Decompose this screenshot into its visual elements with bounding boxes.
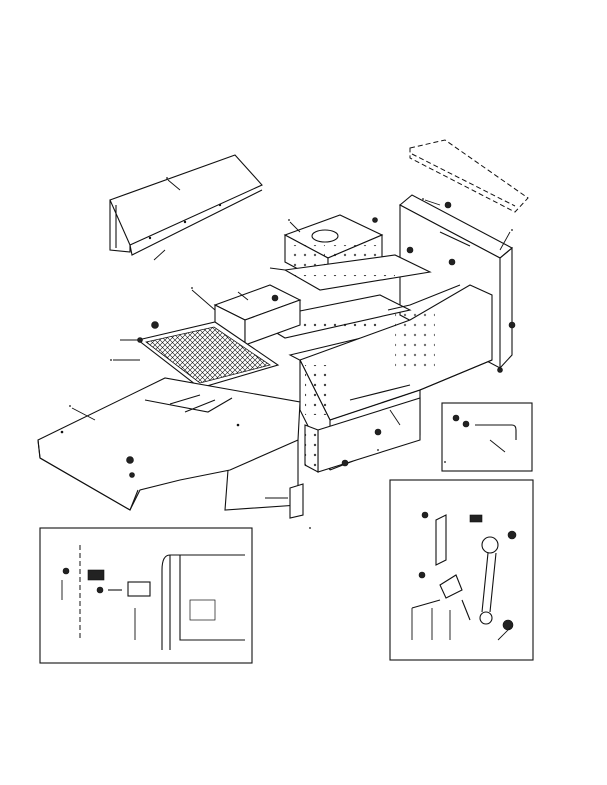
hood-bracket xyxy=(289,483,304,519)
callout-leaders xyxy=(61,179,511,641)
lower-hood-cowl xyxy=(37,377,301,511)
mesh-grille-panel xyxy=(136,321,280,389)
callout-markers xyxy=(69,177,513,529)
left-side-box xyxy=(213,284,302,346)
detail-inset-hinge xyxy=(39,527,253,664)
dashed-top-panel xyxy=(409,139,529,213)
bolts-and-washers xyxy=(126,201,516,478)
left-upper-cover-panel xyxy=(109,154,263,256)
detail-inset-pin xyxy=(441,402,533,472)
detail-inset-linkage xyxy=(389,479,534,661)
